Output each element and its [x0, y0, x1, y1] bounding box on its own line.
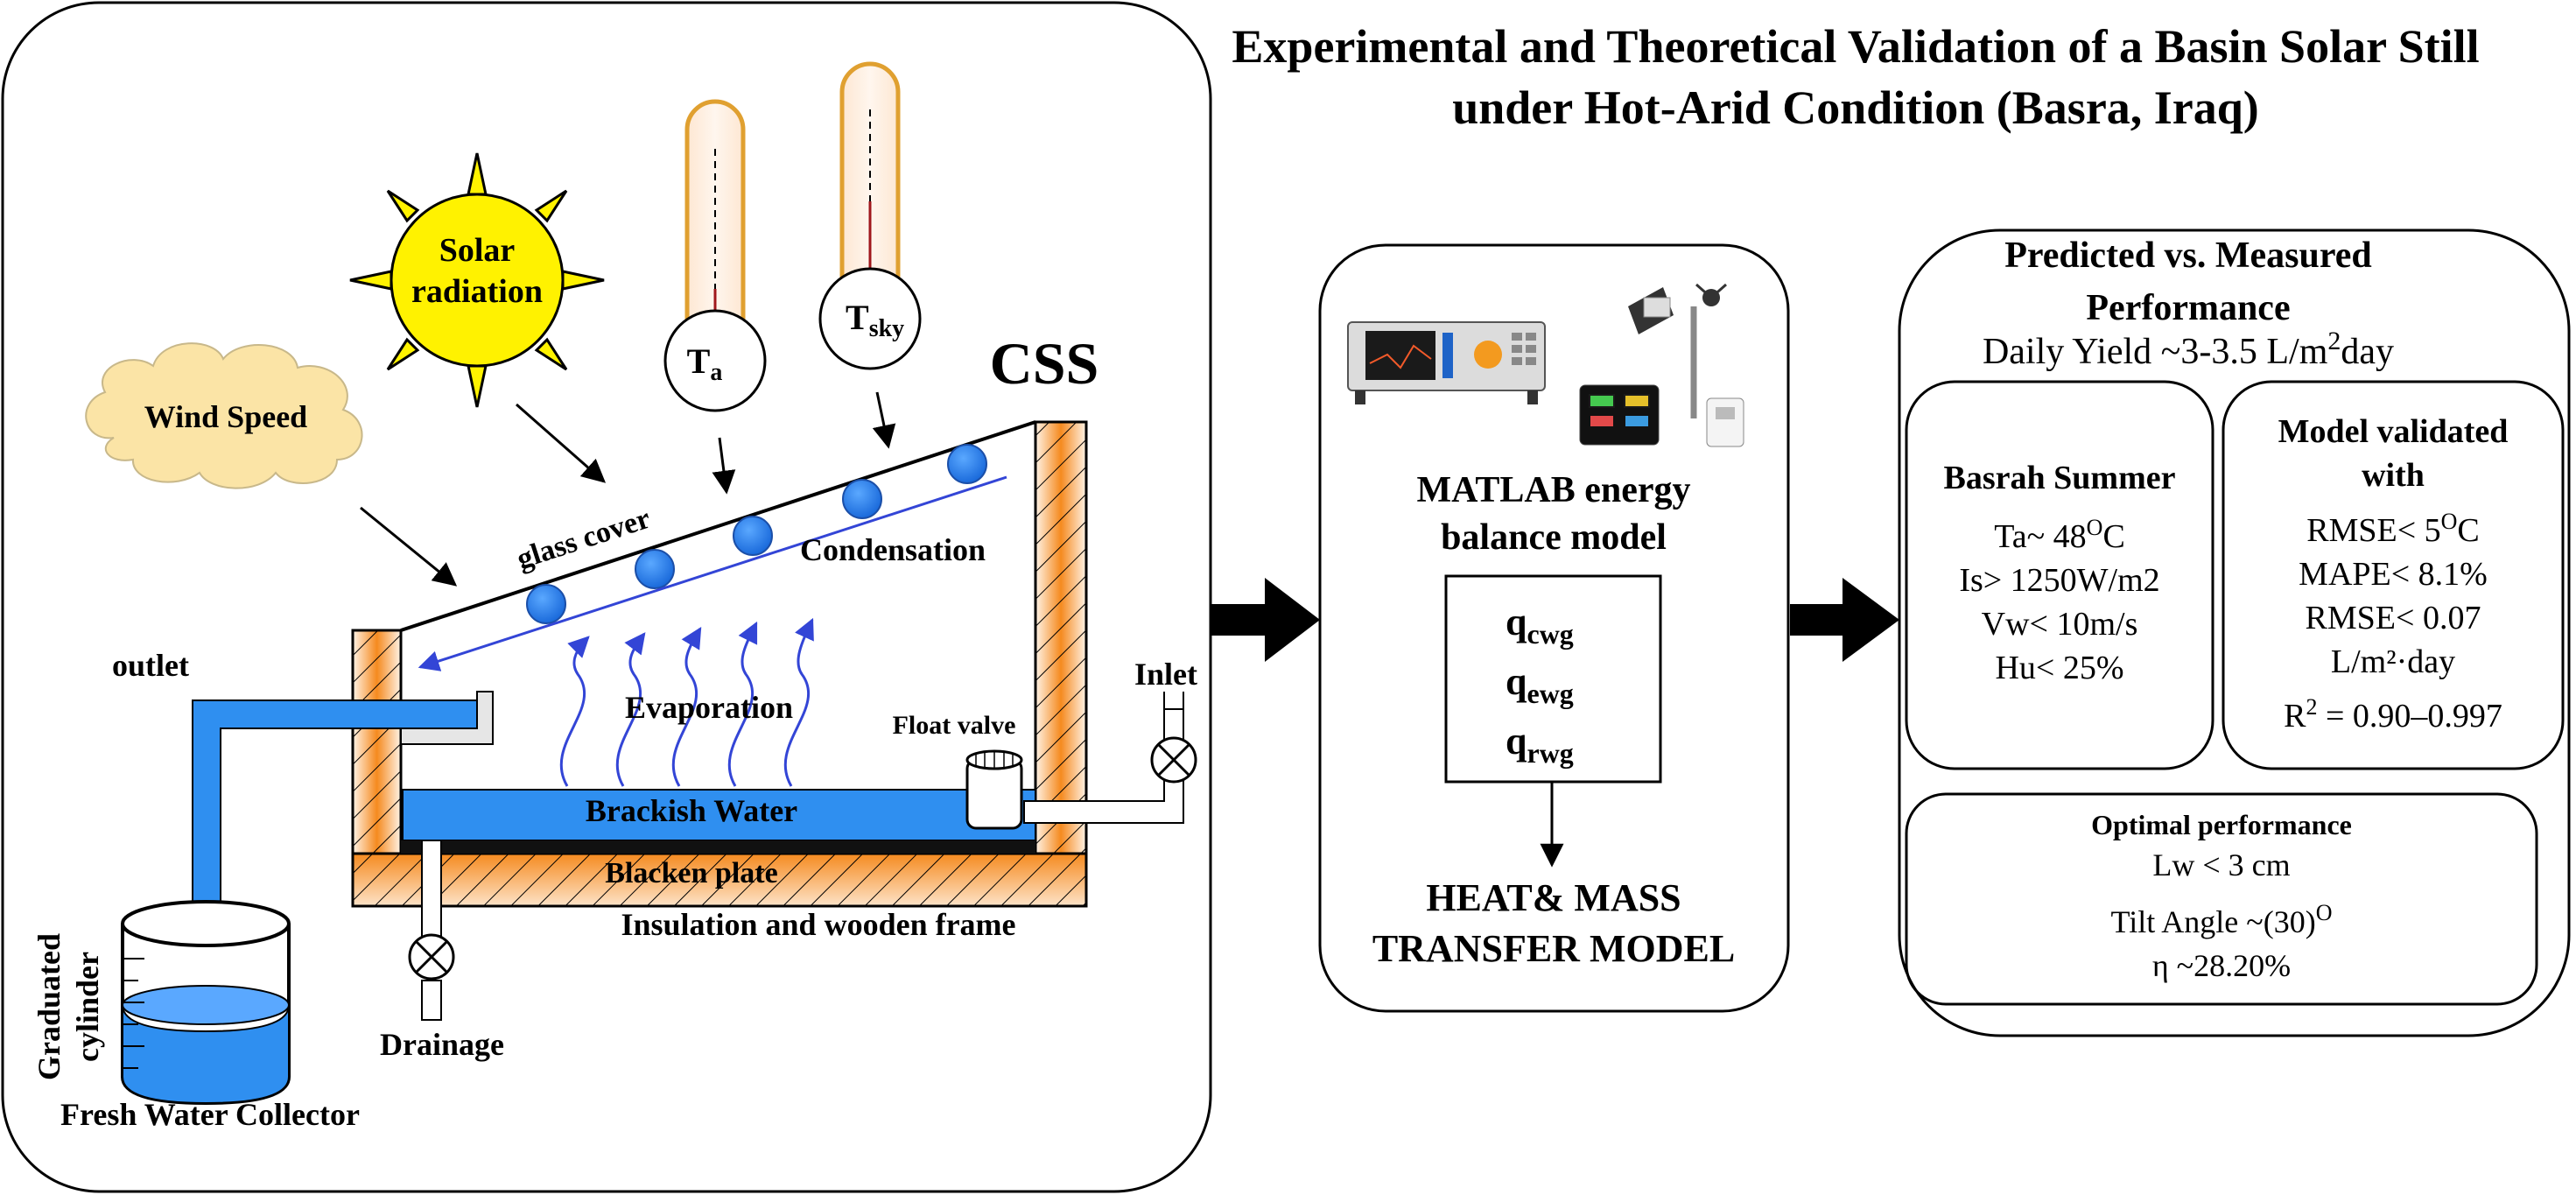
optimal-eta: η ~28.20%: [2152, 948, 2291, 983]
condensate-flow-arrow: [418, 475, 1007, 671]
cylinder-label: cylinder: [70, 952, 105, 1062]
matlab-label-line2: balance model: [1441, 517, 1667, 558]
weather-station-icon: [1579, 283, 1744, 447]
right-panel-frame: [1898, 228, 2571, 1037]
inlet-label: Inlet: [1134, 657, 1197, 692]
css-label: CSS: [990, 330, 1099, 397]
basrah-is: Is> 1250W/m2: [1959, 562, 2159, 599]
basrah-hu: Hu< 25%: [1995, 650, 2123, 686]
outlet-label: outlet: [112, 648, 189, 683]
wind-speed-label: Wind Speed: [144, 399, 307, 434]
condensation-label: Condensation: [800, 532, 986, 567]
mape-value: MAPE< 8.1%: [2299, 556, 2488, 593]
glass-cover: [400, 420, 1036, 632]
basrah-summer-box: [1905, 380, 2215, 770]
basrah-vw: Vw< 10m/s: [1982, 606, 2138, 643]
tsky-label: Tsky: [846, 298, 904, 342]
results-heading-line2: Performance: [2086, 288, 2290, 328]
sun-icon: [349, 152, 605, 408]
insulation-label: Insulation and wooden frame: [621, 907, 1015, 942]
drainage-label: Drainage: [380, 1027, 504, 1062]
float-valve-label: Float valve: [893, 711, 1016, 740]
q-ewg: qewg: [1506, 660, 1574, 709]
graduated-label: Graduated: [32, 933, 67, 1080]
inlet-pipe: [1023, 692, 1184, 824]
title-line-1: Experimental and Theoretical Validation …: [1232, 20, 2480, 73]
blacken-plate: [401, 840, 1035, 854]
ta-label: Ta: [687, 341, 723, 386]
evaporation-arrows: [559, 617, 814, 787]
left-wall-hatch: [351, 629, 403, 855]
evaporation-label: Evaporation: [625, 690, 793, 725]
solar-label-line1: Solar: [439, 232, 516, 269]
thermometer-tsky-icon: [818, 61, 922, 370]
left-panel-frame: [1, 1, 1212, 1193]
float-valve-icon: [965, 749, 1023, 830]
optimal-title: Optimal performance: [2091, 809, 2352, 840]
rmse-yield-unit: L/m²·day: [2331, 643, 2455, 680]
solar-label-line2: radiation: [411, 273, 543, 310]
inlet-valve-icon: [1150, 736, 1197, 784]
heat-mass-line1: HEAT& MASS: [1426, 876, 1681, 919]
brackish-water-label: Brackish Water: [586, 793, 797, 828]
rmse-yield: RMSE< 0.07: [2306, 600, 2481, 636]
r-squared: R2 = 0.90–0.997: [2284, 694, 2502, 735]
daily-yield-text: Daily Yield ~3-3.5 L/m2day: [1983, 327, 2394, 372]
optimal-lw: Lw < 3 cm: [2152, 847, 2290, 882]
heat-flux-box: [1444, 574, 1662, 784]
condensation-droplets: [526, 444, 987, 624]
tsky-arrow: [872, 391, 896, 449]
basrah-ta: Ta~ 48OC: [1994, 515, 2125, 555]
drainage-valve-icon: [408, 840, 455, 1021]
basrah-title: Basrah Summer: [1944, 460, 2176, 496]
model-validated-box: [2222, 380, 2565, 770]
results-heading-line1: Predicted vs. Measured: [2004, 235, 2372, 276]
right-wall-hatch: [1034, 420, 1088, 855]
glass-cover-label: glass cover: [513, 503, 654, 576]
solar-arrow: [516, 403, 607, 483]
flow-arrow-2: [1790, 578, 1899, 662]
model-title-line1: Model validated: [2278, 413, 2509, 450]
ta-arrow: [712, 437, 736, 495]
brackish-water: [402, 789, 1036, 841]
thermometer-ta-icon: [663, 99, 767, 412]
fresh-water-label: Fresh Water Collector: [60, 1097, 360, 1132]
q-rwg: qrwg: [1506, 720, 1574, 769]
q-cwg: qcwg: [1506, 601, 1574, 650]
title-line-2: under Hot-Arid Condition (Basra, Iraq): [1452, 81, 2259, 134]
heat-mass-line2: TRANSFER MODEL: [1372, 927, 1735, 970]
matlab-label-line1: MATLAB energy: [1416, 470, 1690, 510]
graduated-cylinder-icon: [121, 900, 291, 1106]
model-title-line2: with: [2362, 457, 2425, 494]
optimal-tilt: Tilt Angle ~(30)O: [2111, 900, 2333, 939]
diagram-title: Experimental and Theoretical Validation …: [1138, 16, 2573, 138]
middle-panel-frame: [1318, 243, 1790, 1013]
flow-arrow-1: [1211, 578, 1320, 662]
wind-arrow: [360, 506, 458, 587]
optimal-performance-box: [1905, 792, 2538, 1006]
blacken-plate-label: Blacken plate: [605, 857, 777, 889]
cloud-icon: [85, 342, 363, 489]
data-logger-icon: [1347, 321, 1546, 404]
base-hatch: [351, 852, 1088, 908]
rmse-temp: RMSE< 5OC: [2306, 509, 2480, 549]
